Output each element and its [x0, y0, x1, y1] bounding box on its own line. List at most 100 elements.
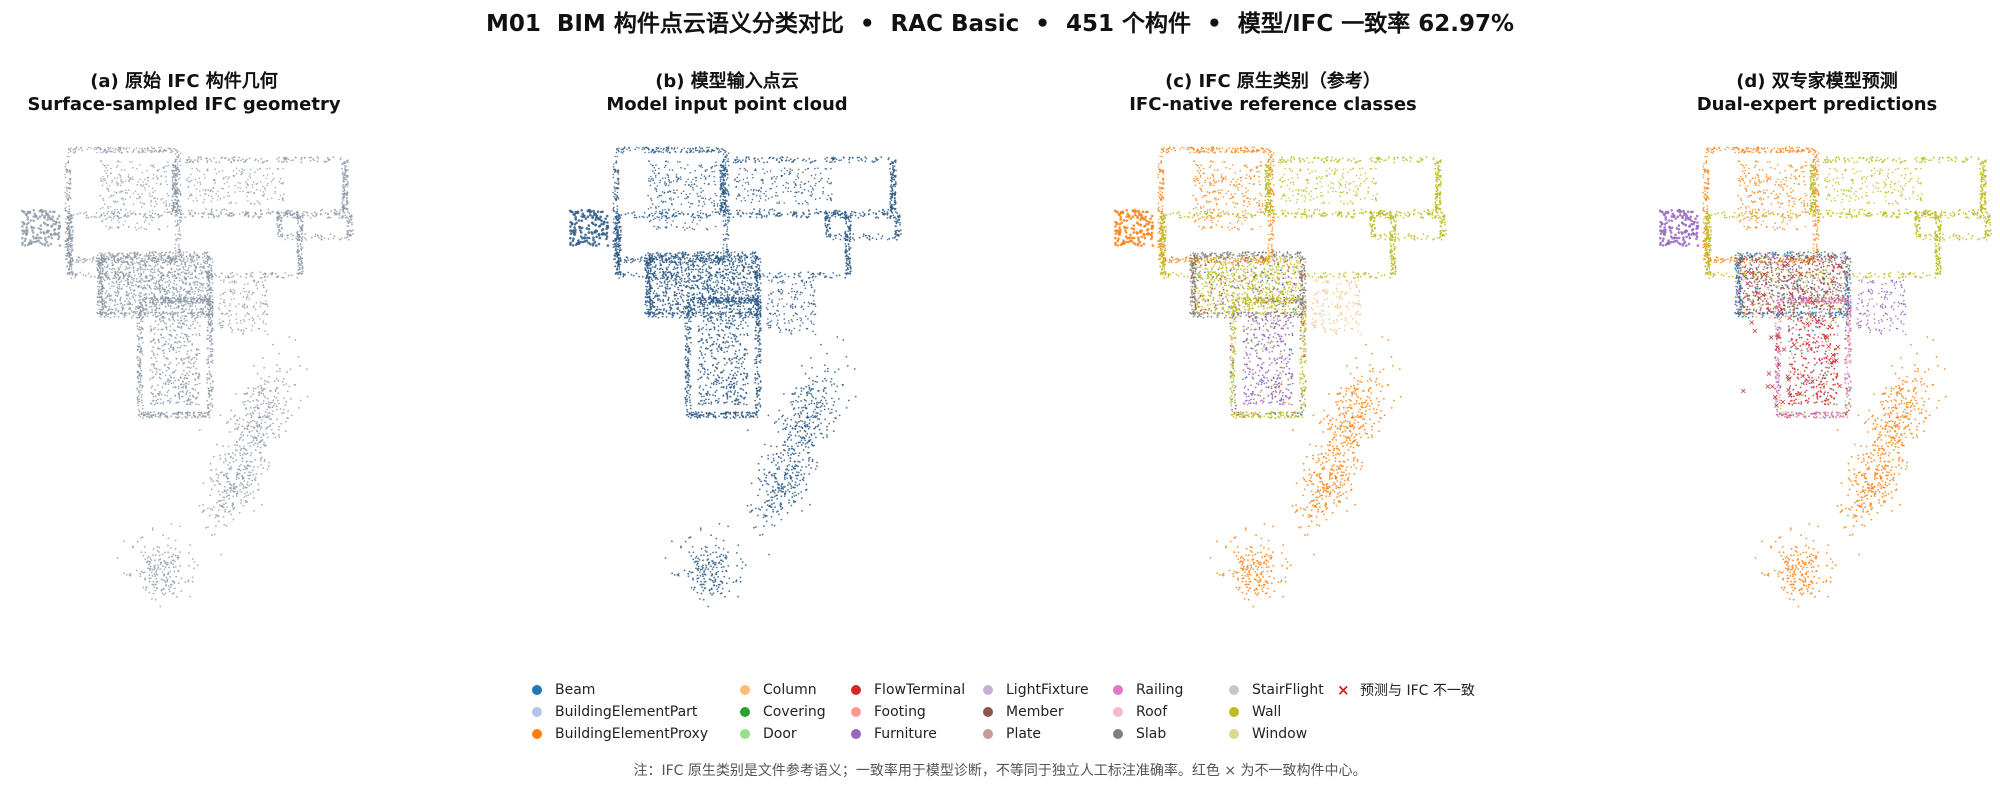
point: [257, 280, 260, 283]
point: [298, 364, 301, 367]
point: [148, 185, 150, 187]
point: [210, 375, 213, 377]
point: [246, 312, 249, 314]
point: [189, 414, 191, 417]
point: [255, 422, 258, 425]
point: [265, 291, 268, 293]
point: [181, 307, 184, 310]
point: [287, 234, 289, 237]
point: [178, 395, 181, 398]
point: [49, 242, 53, 246]
point: [127, 300, 130, 303]
point: [105, 306, 108, 308]
point: [161, 261, 164, 264]
point: [260, 210, 262, 212]
point: [268, 401, 270, 404]
point: [189, 277, 192, 280]
point: [187, 198, 190, 200]
point: [206, 379, 209, 381]
point: [199, 194, 202, 197]
point: [67, 238, 70, 241]
point: [172, 318, 175, 321]
point: [296, 249, 299, 252]
point: [223, 301, 225, 303]
point: [265, 212, 268, 215]
point: [177, 297, 179, 300]
point: [178, 190, 181, 193]
point: [68, 273, 71, 276]
point: [178, 226, 181, 228]
point: [147, 179, 149, 182]
point: [136, 334, 139, 337]
point: [239, 320, 242, 322]
point: [45, 213, 48, 217]
point: [149, 287, 152, 290]
point: [255, 282, 258, 285]
point: [66, 265, 69, 268]
point: [157, 176, 159, 179]
point: [47, 229, 51, 233]
point: [350, 230, 353, 233]
point: [195, 188, 198, 190]
point: [206, 338, 209, 340]
point: [31, 229, 34, 232]
point: [68, 210, 71, 213]
point: [154, 309, 157, 311]
point: [177, 322, 180, 324]
point: [37, 236, 41, 240]
point: [231, 280, 233, 283]
point: [342, 190, 344, 193]
point: [159, 252, 162, 255]
point: [190, 264, 193, 267]
point: [144, 219, 147, 221]
point: [201, 287, 204, 289]
point: [153, 367, 156, 369]
point: [102, 272, 104, 275]
point: [110, 219, 113, 221]
point: [97, 146, 100, 149]
point: [232, 518, 235, 521]
point: [177, 411, 180, 414]
point: [145, 413, 148, 416]
point: [102, 151, 105, 153]
point: [177, 401, 180, 403]
point: [88, 146, 90, 149]
point: [219, 414, 222, 417]
point: [182, 254, 185, 256]
point: [202, 189, 204, 191]
point: [145, 183, 147, 185]
point: [282, 384, 285, 386]
point: [70, 242, 72, 245]
point: [106, 217, 108, 220]
point: [259, 428, 262, 430]
point: [85, 216, 88, 219]
point: [157, 281, 160, 283]
point: [278, 436, 281, 438]
point: [249, 441, 252, 444]
point: [185, 272, 188, 275]
point: [314, 211, 316, 214]
point: [104, 312, 106, 315]
point: [256, 404, 259, 407]
point: [151, 271, 154, 274]
point: [265, 160, 268, 162]
point: [267, 211, 270, 214]
point: [207, 194, 210, 197]
point: [173, 307, 176, 310]
point: [284, 156, 287, 159]
point: [248, 298, 251, 300]
point: [207, 285, 209, 288]
point: [176, 196, 179, 199]
point: [204, 310, 207, 313]
point: [64, 221, 67, 224]
point: [204, 415, 207, 418]
point: [209, 324, 212, 327]
point: [215, 161, 218, 164]
point: [210, 339, 213, 341]
point: [178, 256, 181, 258]
point: [144, 258, 147, 260]
point: [254, 449, 257, 451]
point: [290, 159, 292, 162]
point: [157, 384, 159, 387]
point: [246, 392, 249, 394]
